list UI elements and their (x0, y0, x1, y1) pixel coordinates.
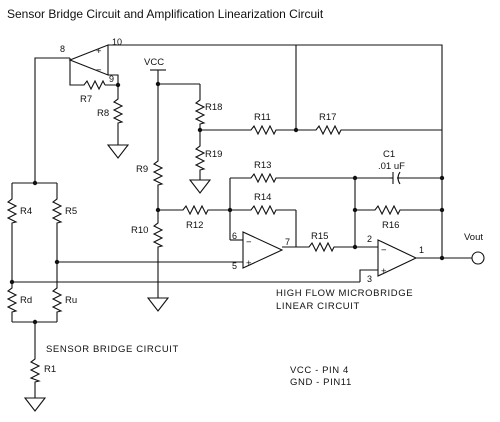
note-gnd-pin: GND - PIN11 (290, 377, 352, 388)
svg-text:7: 7 (285, 237, 290, 247)
svg-text:−: − (96, 65, 102, 76)
resistors (6, 79, 402, 384)
label-r1: R1 (44, 364, 56, 375)
resistor-r7 (81, 79, 106, 91)
resistor-rd (6, 285, 18, 315)
caption-linear-circuit-2: LINEAR CIRCUIT (276, 301, 360, 312)
ground-icon (146, 297, 170, 312)
ground-icon (23, 397, 47, 412)
resistor-r15 (306, 241, 336, 253)
caption-linear-circuit-1: HIGH FLOW MICROBRIDGE (276, 288, 413, 299)
label-r8: R8 (97, 108, 109, 119)
label-r7: R7 (80, 94, 92, 105)
label-c1: C1 (383, 149, 395, 160)
op-amp-top: + − (68, 44, 109, 76)
label-vout: Vout (464, 232, 483, 243)
svg-text:6: 6 (232, 231, 237, 241)
label-r16: R16 (382, 220, 399, 231)
resistor-r13 (248, 172, 278, 184)
resistor-ru (51, 285, 63, 315)
svg-text:8: 8 (60, 44, 65, 54)
svg-text:2: 2 (367, 234, 372, 244)
wires (11, 44, 472, 398)
junction-dots (9, 81, 445, 325)
resistor-r16 (372, 204, 402, 216)
label-r15: R15 (311, 231, 328, 242)
label-r14: R14 (254, 192, 271, 203)
component-labels: R4 R5 Rd Ru R1 R7 R8 R9 R10 R18 R19 R11 … (20, 57, 483, 375)
svg-text:+: + (246, 258, 252, 269)
label-r17: R17 (319, 112, 336, 123)
label-ru: Ru (65, 295, 77, 306)
svg-text:3: 3 (367, 274, 372, 284)
svg-text:−: − (246, 237, 252, 248)
label-r12: R12 (186, 220, 203, 231)
label-r10: R10 (131, 225, 148, 236)
svg-text:1: 1 (419, 245, 424, 255)
label-r19: R19 (205, 149, 222, 160)
capacitor-c1 (390, 171, 401, 185)
label-r18: R18 (205, 102, 222, 113)
label-r11: R11 (254, 112, 271, 123)
svg-text:10: 10 (112, 37, 122, 47)
label-rd: Rd (20, 295, 32, 306)
diagram-title: Sensor Bridge Circuit and Amplification … (7, 7, 324, 21)
resistor-r5 (51, 196, 63, 226)
vout-terminal (471, 251, 485, 265)
resistor-r14 (248, 204, 278, 216)
svg-text:5: 5 (232, 261, 237, 271)
ground-icon (188, 179, 212, 194)
captions: SENSOR BRIDGE CIRCUIT HIGH FLOW MICROBRI… (46, 288, 413, 388)
resistor-r10 (152, 220, 164, 250)
label-r13: R13 (254, 160, 271, 171)
resistor-r18 (194, 97, 206, 127)
resistor-r1 (29, 356, 41, 384)
resistor-r4 (6, 196, 18, 226)
resistor-r12 (180, 204, 210, 216)
svg-text:+: + (381, 266, 387, 277)
resistor-r11 (248, 124, 278, 136)
resistor-r19 (194, 143, 206, 173)
op-amp-output: − + (377, 239, 418, 277)
pin-labels: 8 10 9 6 7 5 2 1 3 (60, 37, 424, 284)
label-vcc: VCC (144, 57, 164, 68)
label-c1-value: .01 uF (378, 161, 405, 172)
label-r5: R5 (65, 206, 77, 217)
op-amp-middle: − + (242, 231, 284, 269)
svg-text:−: − (381, 245, 387, 256)
svg-text:9: 9 (109, 74, 114, 84)
label-r4: R4 (20, 206, 32, 217)
ground-icon (106, 144, 130, 159)
note-vcc-pin: VCC - PIN 4 (290, 365, 349, 376)
caption-sensor-bridge: SENSOR BRIDGE CIRCUIT (46, 344, 179, 355)
resistor-r17 (313, 124, 343, 136)
label-r9: R9 (136, 164, 148, 175)
resistor-r9 (152, 158, 164, 188)
ground-symbols (23, 144, 212, 412)
resistor-r8 (112, 96, 124, 126)
svg-text:+: + (96, 46, 102, 57)
